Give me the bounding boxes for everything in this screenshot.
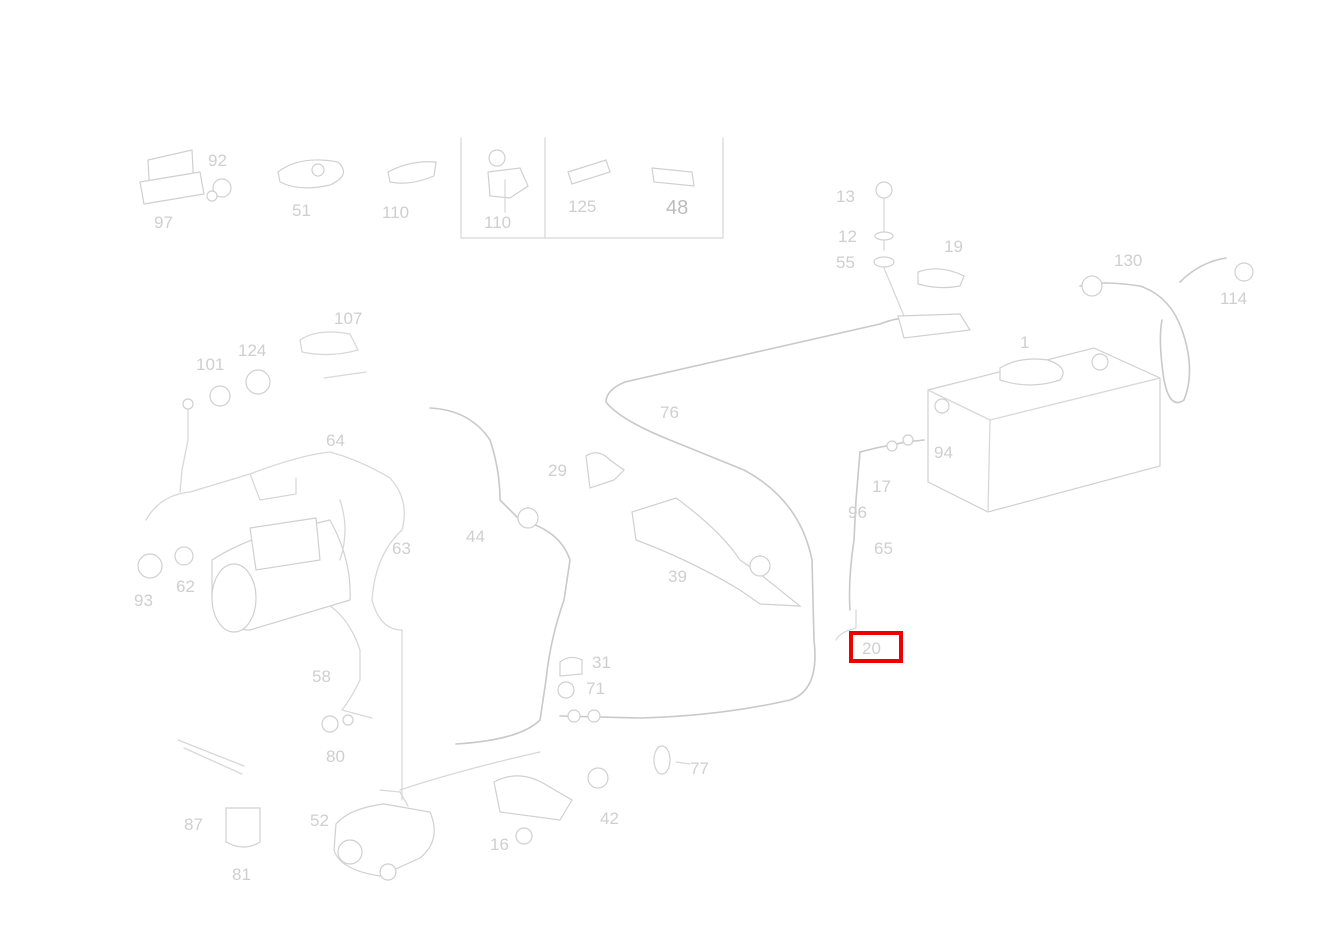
callout-1: 1 xyxy=(1020,333,1029,352)
middle-cable-group xyxy=(429,316,961,845)
callout-55: 55 xyxy=(836,253,855,272)
callout-52: 52 xyxy=(310,811,329,830)
part-125-screw-icon xyxy=(567,159,611,185)
callout-93: 93 xyxy=(134,591,153,610)
callout-107: 107 xyxy=(334,309,362,328)
callout-76: 76 xyxy=(660,403,679,422)
part-110-grommet-icon xyxy=(387,161,437,184)
callout-114: 114 xyxy=(1220,289,1247,308)
callout-20: 20 xyxy=(862,639,881,658)
alternator-group xyxy=(333,629,541,881)
callout-51: 51 xyxy=(292,201,311,220)
callout-96: 96 xyxy=(848,503,867,522)
callout-101: 101 xyxy=(196,355,224,374)
parts-inset-strip xyxy=(139,137,724,239)
callout-125: 125 xyxy=(568,197,596,216)
callout-12: 12 xyxy=(838,227,857,246)
callout-110-b: 110 xyxy=(484,213,511,232)
callout-81: 81 xyxy=(232,865,251,884)
callout-39: 39 xyxy=(668,567,687,586)
callout-48: 48 xyxy=(666,197,688,219)
callout-110-a: 110 xyxy=(382,203,409,222)
part-51-clip-icon xyxy=(277,159,345,189)
part-97-bracket-icon xyxy=(139,149,232,205)
callout-13: 13 xyxy=(836,187,855,206)
callout-62: 62 xyxy=(176,577,195,596)
callout-29: 29 xyxy=(548,461,567,480)
part-110-terminal-icon xyxy=(487,149,529,213)
callout-17: 17 xyxy=(872,477,891,496)
callout-130: 130 xyxy=(1114,251,1142,270)
callout-92: 92 xyxy=(208,151,227,170)
callout-58: 58 xyxy=(312,667,331,686)
callout-65: 65 xyxy=(874,539,893,558)
callout-97: 97 xyxy=(154,213,173,232)
callout-64: 64 xyxy=(326,431,345,450)
part-48-nut-icon xyxy=(651,167,695,187)
callout-77: 77 xyxy=(690,759,709,778)
callout-124: 124 xyxy=(238,341,266,360)
callout-94: 94 xyxy=(934,443,953,462)
callout-71: 71 xyxy=(586,679,605,698)
callout-63: 63 xyxy=(392,539,411,558)
callout-31: 31 xyxy=(592,653,611,672)
callout-labels: 97 92 51 110 110 125 48 101 124 107 64 9… xyxy=(134,151,1247,884)
starter-motor-group xyxy=(137,331,405,848)
callout-80: 80 xyxy=(326,747,345,766)
callout-87: 87 xyxy=(184,815,203,834)
callout-44: 44 xyxy=(466,527,485,546)
callout-42: 42 xyxy=(600,809,619,828)
battery-group xyxy=(835,181,1254,641)
callout-19: 19 xyxy=(944,237,963,256)
highlighted-callout-box[interactable] xyxy=(849,631,903,663)
callout-16: 16 xyxy=(490,835,509,854)
